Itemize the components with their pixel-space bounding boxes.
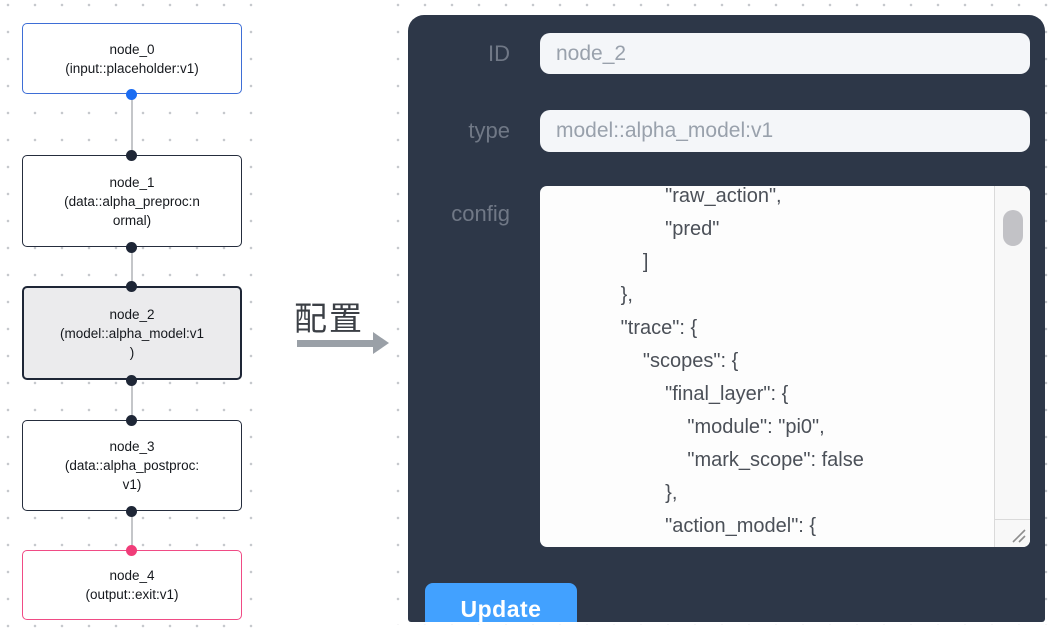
edge-node1-node2 [131,247,133,286]
node-label: node_0 (input::placeholder:v1) [65,41,199,76]
edge-node2-node3 [131,380,133,420]
edge-node0-node1 [131,94,133,155]
node-config-panel: ID type config "raw_action", "pred" ] },… [408,15,1045,622]
node-label: node_2 (model::alpha_model:v1 ) [59,306,205,360]
type-field-label: type [468,118,510,143]
port-node2-in[interactable] [126,280,137,292]
graph-node-node4[interactable]: node_4 (output::exit:v1) [22,550,242,620]
graph-node-node2-selected[interactable]: node_2 (model::alpha_model:v1 ) [22,286,242,380]
arrow-shaft [297,340,374,347]
config-field-label: config [451,201,510,226]
node-label: node_3 (data::alpha_postproc: v1) [64,439,200,492]
node-label: node_1 (data::alpha_preproc:n ormal) [64,174,200,228]
config-textarea[interactable]: "raw_action", "pred" ] }, "trace": { "sc… [540,186,1030,547]
graph-node-node1[interactable]: node_1 (data::alpha_preproc:n ormal) [22,155,242,247]
port-node3-in[interactable] [126,414,137,426]
update-button[interactable]: Update [425,583,577,622]
port-node0-out[interactable] [126,88,137,100]
config-scrollbar-thumb[interactable] [1003,210,1023,246]
node-label: node_4 (output::exit:v1) [85,568,179,602]
type-input[interactable] [540,110,1030,152]
id-field-label: ID [488,41,510,66]
config-resize-corner[interactable] [994,519,1030,547]
graph-node-node3[interactable]: node_3 (data::alpha_postproc: v1) [22,420,242,511]
port-node1-out[interactable] [126,241,137,253]
port-node2-out[interactable] [126,374,137,386]
configure-annotation-text: 配置 [294,300,364,337]
edge-node3-node4 [131,511,133,550]
port-node3-out[interactable] [126,505,137,517]
id-input[interactable] [540,33,1030,74]
config-scrollbar-track[interactable] [994,186,1030,519]
resize-grip-icon [1012,529,1026,543]
port-node1-in[interactable] [126,149,137,161]
graph-node-node0[interactable]: node_0 (input::placeholder:v1) [22,23,242,94]
arrow-head-icon [373,332,389,354]
config-json-text: "raw_action", "pred" ] }, "trace": { "sc… [620,186,864,537]
port-node4-in[interactable] [126,544,137,556]
